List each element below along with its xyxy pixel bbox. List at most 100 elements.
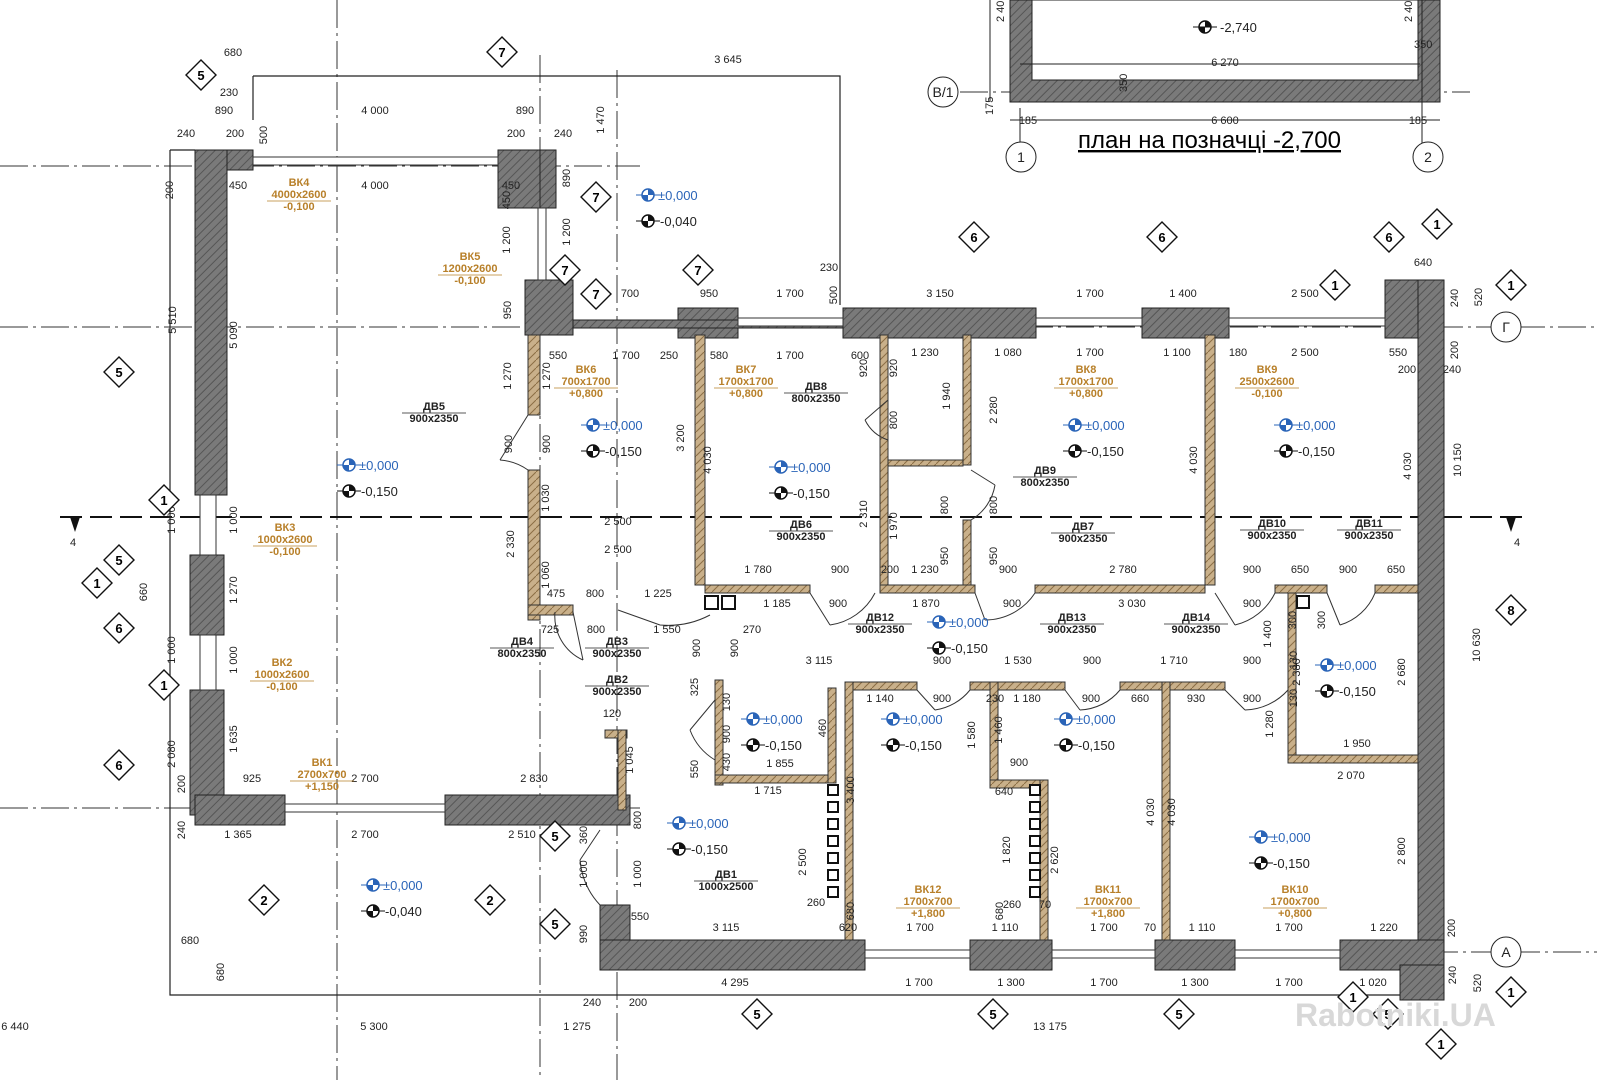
dimension-label-vertical: 1 045 — [624, 746, 636, 774]
door-size: 900x2350 — [1059, 533, 1108, 545]
dimension-label-vertical: 1 635 — [228, 725, 240, 753]
callout-diamond — [539, 908, 571, 940]
dimension-label-vertical: 520 — [1473, 288, 1485, 306]
dimension-label-vertical: 1 200 — [561, 218, 573, 246]
window-size: 1700x700 — [1084, 896, 1133, 908]
inset-dim-wall: 350 — [1118, 74, 1130, 92]
window-size: 2700x700 — [298, 769, 347, 781]
level-top: ±0,000 — [1337, 658, 1377, 673]
dimension-label-vertical: 3 200 — [675, 424, 687, 452]
dimension-label: 230 — [820, 262, 838, 274]
level-bottom: -0,150 — [1298, 444, 1335, 459]
dimension-label-vertical: 1 000 — [578, 860, 590, 888]
level-symbol-fill — [933, 616, 945, 628]
door-labels: ДВ5900x2350ДВ8800x2350ДВ9800x2350ДВ6900x… — [402, 381, 1401, 893]
door-size: 900x2350 — [1172, 624, 1221, 636]
level-top: ±0,000 — [689, 816, 729, 831]
callout-marker: 7 — [580, 278, 612, 310]
window-level: -0,100 — [454, 275, 485, 287]
callout-diamond — [1373, 221, 1405, 253]
dimension-label-vertical: 1 270 — [502, 362, 514, 390]
dimension-label: 250 — [660, 350, 678, 362]
axis-label-g: Г — [1502, 319, 1510, 335]
dimension-label-vertical: 950 — [502, 301, 514, 319]
dimension-label: 240 — [177, 128, 195, 140]
level-top: ±0,000 — [359, 458, 399, 473]
level-bottom: -0,150 — [1339, 684, 1376, 699]
callout-number: 7 — [592, 190, 599, 205]
dimension-label: 3 030 — [1118, 598, 1146, 610]
dimension-label-vertical: 5 090 — [228, 321, 240, 349]
level-bottom: -0,150 — [793, 486, 830, 501]
callout-number: 1 — [1507, 985, 1514, 1000]
dimension-label: 4 295 — [721, 977, 749, 989]
dimension-label: 4 000 — [361, 105, 389, 117]
level-symbol-fill — [1255, 831, 1267, 843]
watermark: Rabotniki.UA — [1295, 997, 1496, 1033]
level-symbol-fill — [343, 459, 355, 471]
dimension-label-vertical: 900 — [541, 435, 553, 453]
dimension-label-vertical: 2 680 — [1396, 658, 1408, 686]
level-mark: ±0,000-0,150 — [1249, 830, 1311, 871]
dimension-label-vertical: 660 — [138, 583, 150, 601]
callout-marker: 1 — [148, 484, 180, 516]
dimension-label: 1 700 — [776, 288, 804, 300]
dimension-label-vertical: 130 — [1288, 689, 1300, 707]
callout-marker: 2 — [248, 884, 280, 916]
dimension-label-vertical: 800 — [939, 496, 951, 514]
level-top: ±0,000 — [658, 188, 698, 203]
level-mark: ±0,000-0,150 — [1274, 418, 1336, 459]
callout-diamond — [148, 484, 180, 516]
dimension-label: 3 645 — [714, 54, 742, 66]
window-level: +0,800 — [729, 388, 763, 400]
callout-diamond — [81, 567, 113, 599]
inset-dim-left-top: 175 — [984, 97, 996, 115]
callout-marker: 1 — [81, 567, 113, 599]
dimension-label-vertical: 450 — [501, 191, 513, 209]
dimension-label-vertical: 300 — [1316, 611, 1328, 629]
dimension-label-vertical: 360 — [578, 826, 590, 844]
callout-number: 5 — [115, 553, 122, 568]
window-name: ВК6 — [576, 364, 597, 376]
dimension-label: 240 — [554, 128, 572, 140]
door-size: 800x2350 — [792, 393, 841, 405]
dimension-label: 2 830 — [520, 773, 548, 785]
dimension-label-vertical: 500 — [258, 126, 270, 144]
window-name: ВК2 — [272, 657, 293, 669]
callout-number: 6 — [970, 230, 977, 245]
dimension-label-vertical: 325 — [689, 678, 701, 696]
callout-number: 5 — [115, 365, 122, 380]
dimension-label: 900 — [933, 655, 951, 667]
dimension-label-vertical: 800 — [988, 496, 1000, 514]
callout-diamond — [103, 356, 135, 388]
dimension-label: 900 — [1243, 598, 1261, 610]
level-symbol-fill — [587, 419, 599, 431]
dimension-label-vertical: 240 — [1447, 966, 1459, 984]
door-size: 900x2350 — [1048, 624, 1097, 636]
level-symbol-fill — [1069, 445, 1081, 457]
window-size: 1700x1700 — [1058, 376, 1113, 388]
dimension-label-vertical: 240 — [1449, 289, 1461, 307]
callout-diamond — [248, 884, 280, 916]
door-name: ДВ7 — [1072, 521, 1094, 533]
level-symbol-fill — [1255, 857, 1267, 869]
dimension-label: 3 115 — [806, 655, 833, 667]
dimension-label-vertical: 1 000 — [228, 506, 240, 534]
dimension-label-vertical: 1 000 — [166, 506, 178, 534]
dimension-label: 2 700 — [351, 773, 379, 785]
dimension-label: 1 700 — [1275, 977, 1303, 989]
callout-diamond — [682, 254, 714, 286]
level-symbol-fill — [775, 461, 787, 473]
level-symbol-fill — [1060, 713, 1072, 725]
callout-diamond — [549, 254, 581, 286]
dimension-label-vertical: 130 — [721, 693, 733, 711]
callout-number: 6 — [1385, 230, 1392, 245]
dimension-label: 800 — [586, 588, 604, 600]
level-mark: ±0,000-0,150 — [1054, 712, 1116, 753]
